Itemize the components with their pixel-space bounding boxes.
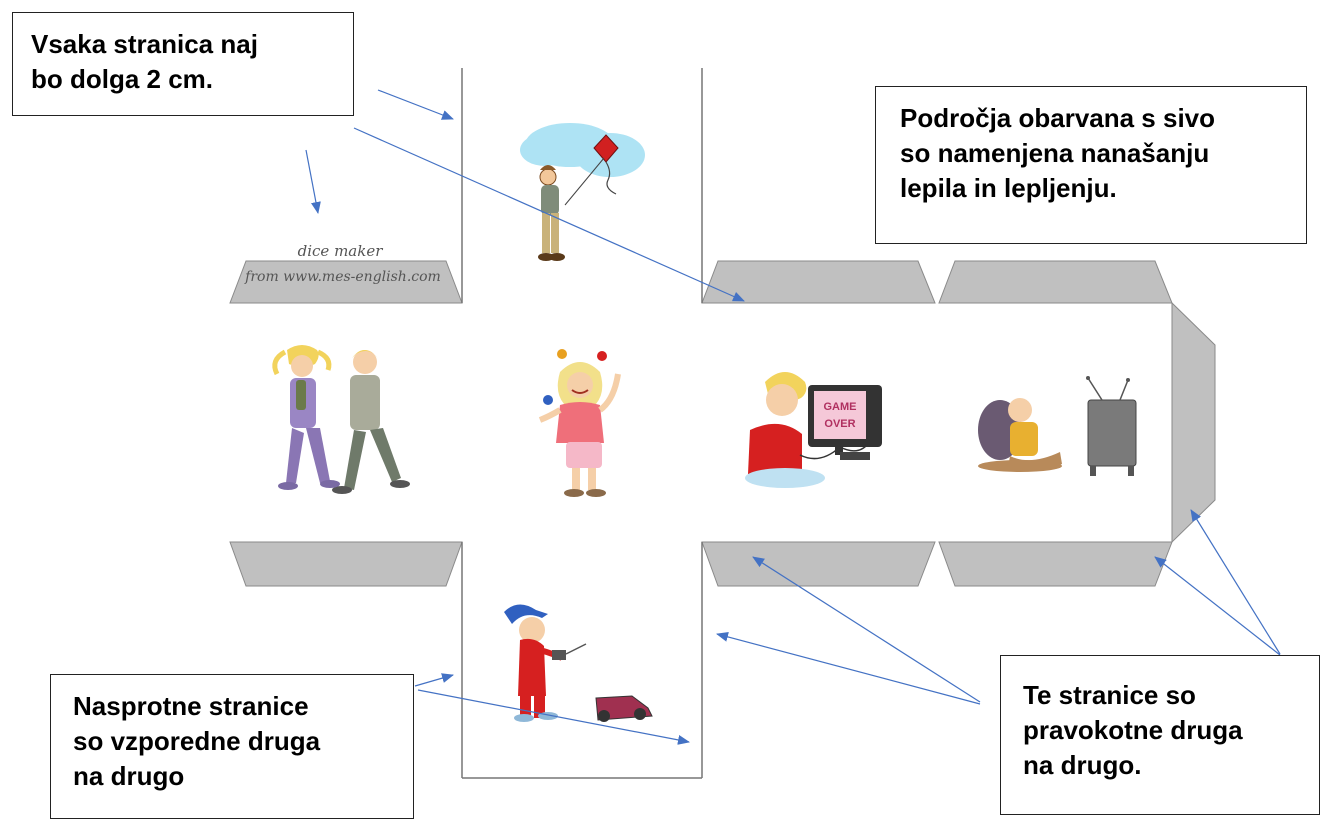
arrow-perpendicular-4 xyxy=(1190,509,1281,655)
callout-glue-areas-text: Področja obarvana s sivo so namenjena na… xyxy=(900,103,1216,204)
glue-tab-right-bottom xyxy=(938,541,1173,587)
arrow-perpendicular-3 xyxy=(1154,556,1281,656)
kite-flying-icon xyxy=(520,123,645,261)
watching-tv-icon xyxy=(978,376,1137,476)
glue-tab-right-top xyxy=(938,260,1173,304)
juggling-girl-icon xyxy=(538,349,621,497)
callout-glue-areas: Področja obarvana s sivo so namenjena na… xyxy=(875,86,1307,244)
glue-tabs xyxy=(229,260,1216,587)
arrow-perpendicular-1 xyxy=(752,556,981,703)
callout-perpendicular-sides-text: Te stranice so pravokotne druga na drugo… xyxy=(1023,680,1243,781)
callout-perpendicular-sides: Te stranice so pravokotne druga na drugo… xyxy=(1000,655,1320,815)
glue-tab-left-bottom xyxy=(229,541,463,587)
svg-text:GAME: GAME xyxy=(824,401,857,413)
arrow-side-length-2 xyxy=(305,149,321,214)
watermark-line1: dice maker xyxy=(298,242,384,260)
callout-opposite-sides: Nasprotne stranice so vzporedne druga na… xyxy=(50,674,414,819)
arrow-perpendicular-2 xyxy=(716,631,981,705)
arrow-side-length-3 xyxy=(353,127,745,302)
glue-tab-far-right xyxy=(1171,301,1216,544)
glue-tab-mid-top xyxy=(701,260,936,304)
watermark-line2: from www.mes-english.com xyxy=(244,269,441,285)
svg-text:OVER: OVER xyxy=(824,418,855,430)
walking-kids-icon xyxy=(272,345,410,494)
net-outline xyxy=(461,68,703,779)
video-game-boy-icon: GAME OVER xyxy=(745,372,882,488)
rc-car-boy-icon xyxy=(504,604,653,722)
callout-side-length-text: Vsaka stranica naj bo dolga 2 cm. xyxy=(31,29,258,95)
callout-side-length: Vsaka stranica naj bo dolga 2 cm. xyxy=(12,12,354,116)
glue-tab-mid-bottom xyxy=(701,541,936,587)
arrow-opposite-2 xyxy=(417,689,690,745)
arrow-opposite-1 xyxy=(414,673,454,687)
watermark: dice maker from www.mes-english.com xyxy=(244,242,441,285)
arrow-side-length-1 xyxy=(377,89,454,120)
callout-opposite-sides-text: Nasprotne stranice so vzporedne druga na… xyxy=(73,691,321,792)
annotation-arrows xyxy=(305,89,1281,745)
